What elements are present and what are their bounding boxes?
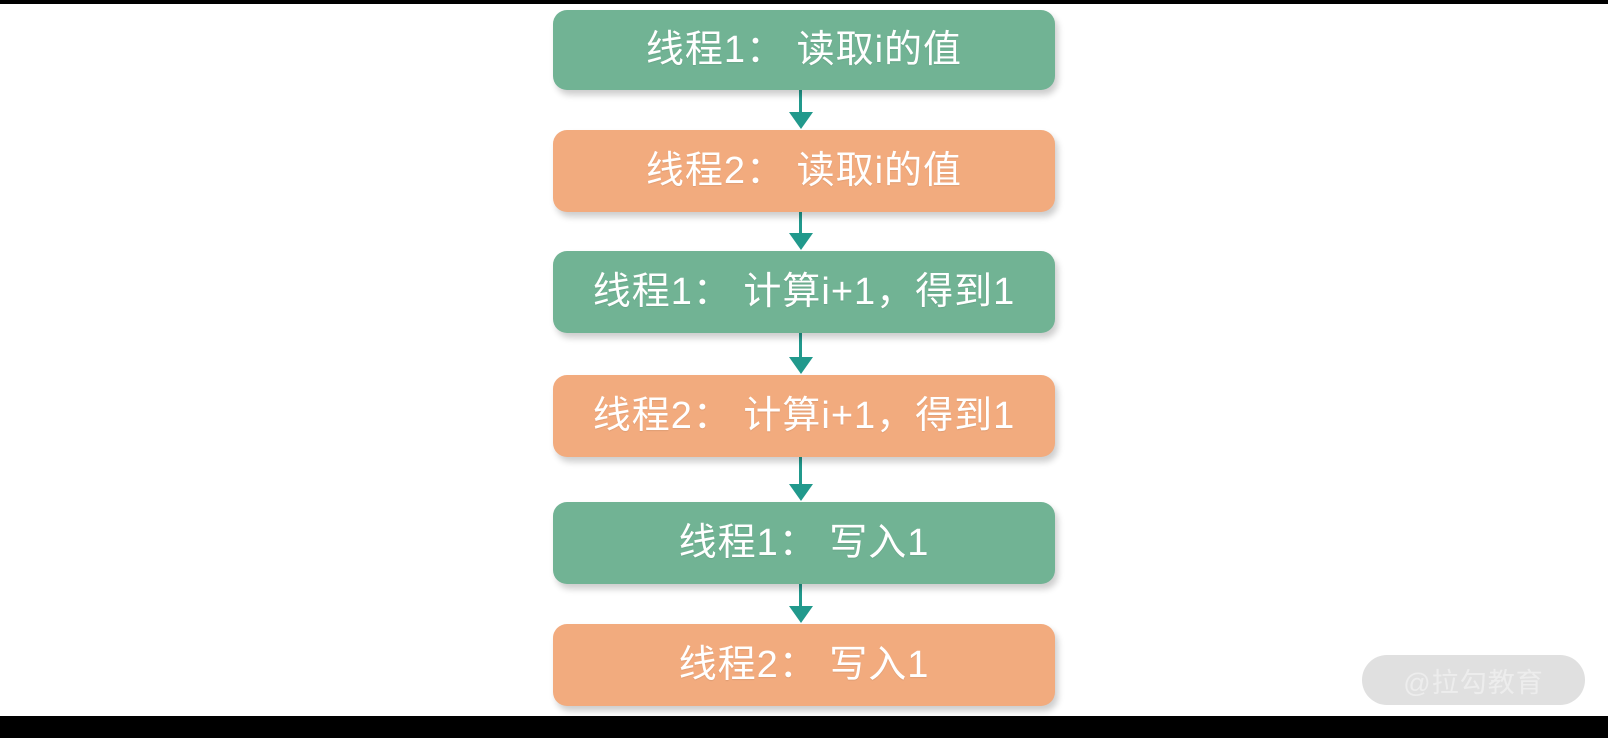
flow-node-thread2-write[interactable]: 线程2： 写入1 xyxy=(553,624,1055,706)
flow-node-thread1-write[interactable]: 线程1： 写入1 xyxy=(553,502,1055,584)
connector-line-3 xyxy=(799,333,802,359)
letterbox-bottom-bar xyxy=(0,716,1608,738)
flow-node-label: 线程1： 写入1 xyxy=(678,522,930,564)
connector-arrowhead-4 xyxy=(789,484,813,501)
watermark-text: @拉勾教育 xyxy=(1403,667,1544,698)
letterbox-top-bar xyxy=(0,0,1608,4)
slide-canvas: 线程1： 读取i的值 线程2： 读取i的值 线程1： 计算i+1，得到1 线程2… xyxy=(0,4,1608,716)
flow-node-thread2-read[interactable]: 线程2： 读取i的值 xyxy=(553,130,1055,212)
flow-node-label: 线程1： 读取i的值 xyxy=(645,29,963,71)
flow-node-label: 线程1： 计算i+1，得到1 xyxy=(592,271,1016,313)
flow-node-label: 线程2： 计算i+1，得到1 xyxy=(592,395,1016,437)
flow-node-thread2-compute[interactable]: 线程2： 计算i+1，得到1 xyxy=(553,375,1055,457)
connector-line-2 xyxy=(799,212,802,234)
connector-arrowhead-2 xyxy=(789,233,813,250)
connector-line-5 xyxy=(799,584,802,608)
flow-node-label: 线程2： 写入1 xyxy=(678,644,930,686)
watermark-badge: @拉勾教育 xyxy=(1362,655,1585,705)
connector-arrowhead-3 xyxy=(789,357,813,374)
connector-arrowhead-1 xyxy=(789,112,813,129)
flow-node-thread1-compute[interactable]: 线程1： 计算i+1，得到1 xyxy=(553,251,1055,333)
connector-arrowhead-5 xyxy=(789,606,813,623)
flow-node-thread1-read[interactable]: 线程1： 读取i的值 xyxy=(553,10,1055,90)
flow-node-label: 线程2： 读取i的值 xyxy=(645,150,963,192)
flowchart-container: 线程1： 读取i的值 线程2： 读取i的值 线程1： 计算i+1，得到1 线程2… xyxy=(553,4,1055,716)
connector-line-1 xyxy=(799,90,802,114)
connector-line-4 xyxy=(799,457,802,486)
